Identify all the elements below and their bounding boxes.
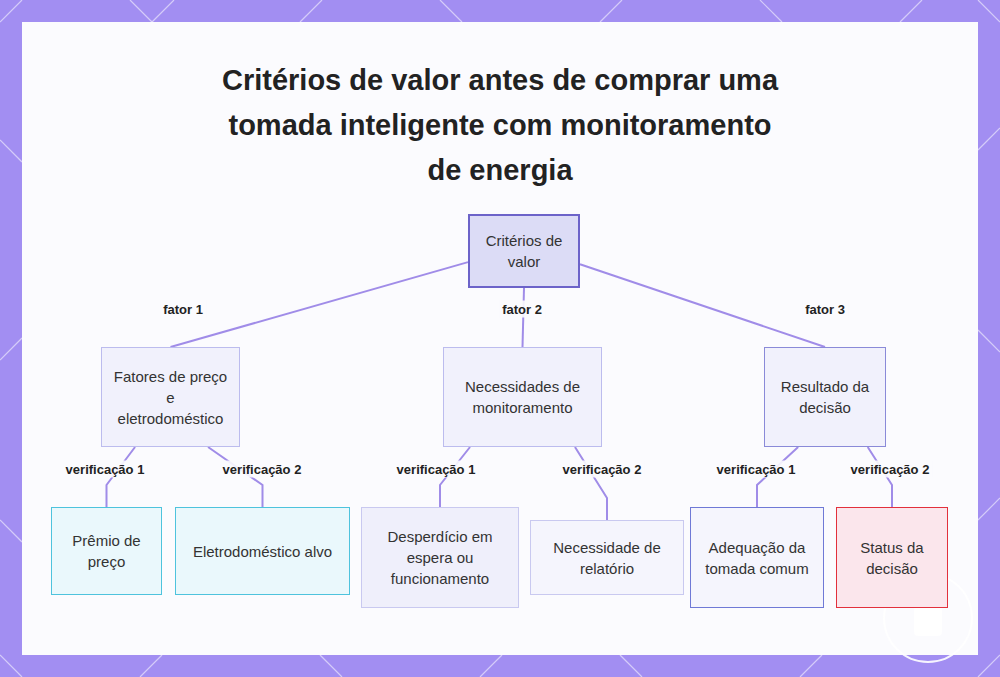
check-box: Necessidade de relatório [530, 520, 684, 595]
edge-label: verificação 1 [63, 461, 148, 478]
edge-label: verificação 2 [220, 461, 305, 478]
node-label: Necessidade de relatório [541, 537, 673, 579]
edge-label: verificação 1 [394, 461, 479, 478]
node-label: Necessidades de monitoramento [454, 376, 591, 418]
edge-label: verificação 2 [560, 461, 645, 478]
factor-box: Necessidades de monitoramento [443, 347, 602, 447]
node-label: Adequação da tomada comum [701, 537, 813, 579]
edge-label: verificação 2 [848, 461, 933, 478]
factor-box: Resultado da decisão [764, 347, 886, 447]
diagram-title: Critérios de valor antes de comprar uma … [210, 58, 790, 193]
connector-line [523, 288, 525, 347]
node-label: Desperdício em espera ou funcionamento [372, 526, 508, 589]
check-box: Adequação da tomada comum [690, 507, 824, 608]
node-label: Eletrodoméstico alvo [193, 541, 332, 562]
node-label: Status da decisão [847, 537, 937, 579]
edge-label: verificação 1 [714, 461, 799, 478]
edge-label: fator 3 [802, 301, 848, 318]
edge-label: fator 1 [160, 301, 206, 318]
node-label: Resultado da decisão [775, 376, 875, 418]
edge-label: fator 2 [499, 301, 545, 318]
check-box: Desperdício em espera ou funcionamento [361, 507, 519, 608]
node-label: Critérios de valor [480, 230, 568, 272]
check-box: Status da decisão [836, 507, 948, 608]
node-label: Prêmio de preço [62, 530, 151, 572]
factor-box: Fatores de preço e eletrodoméstico [101, 347, 240, 447]
connector-line [575, 447, 607, 520]
connector-line [171, 262, 469, 347]
root-box: Critérios de valor [468, 214, 580, 288]
node-label: Fatores de preço e eletrodoméstico [112, 366, 229, 429]
check-box: Eletrodoméstico alvo [175, 507, 350, 595]
check-box: Prêmio de preço [51, 507, 162, 595]
connector-line [580, 264, 825, 347]
